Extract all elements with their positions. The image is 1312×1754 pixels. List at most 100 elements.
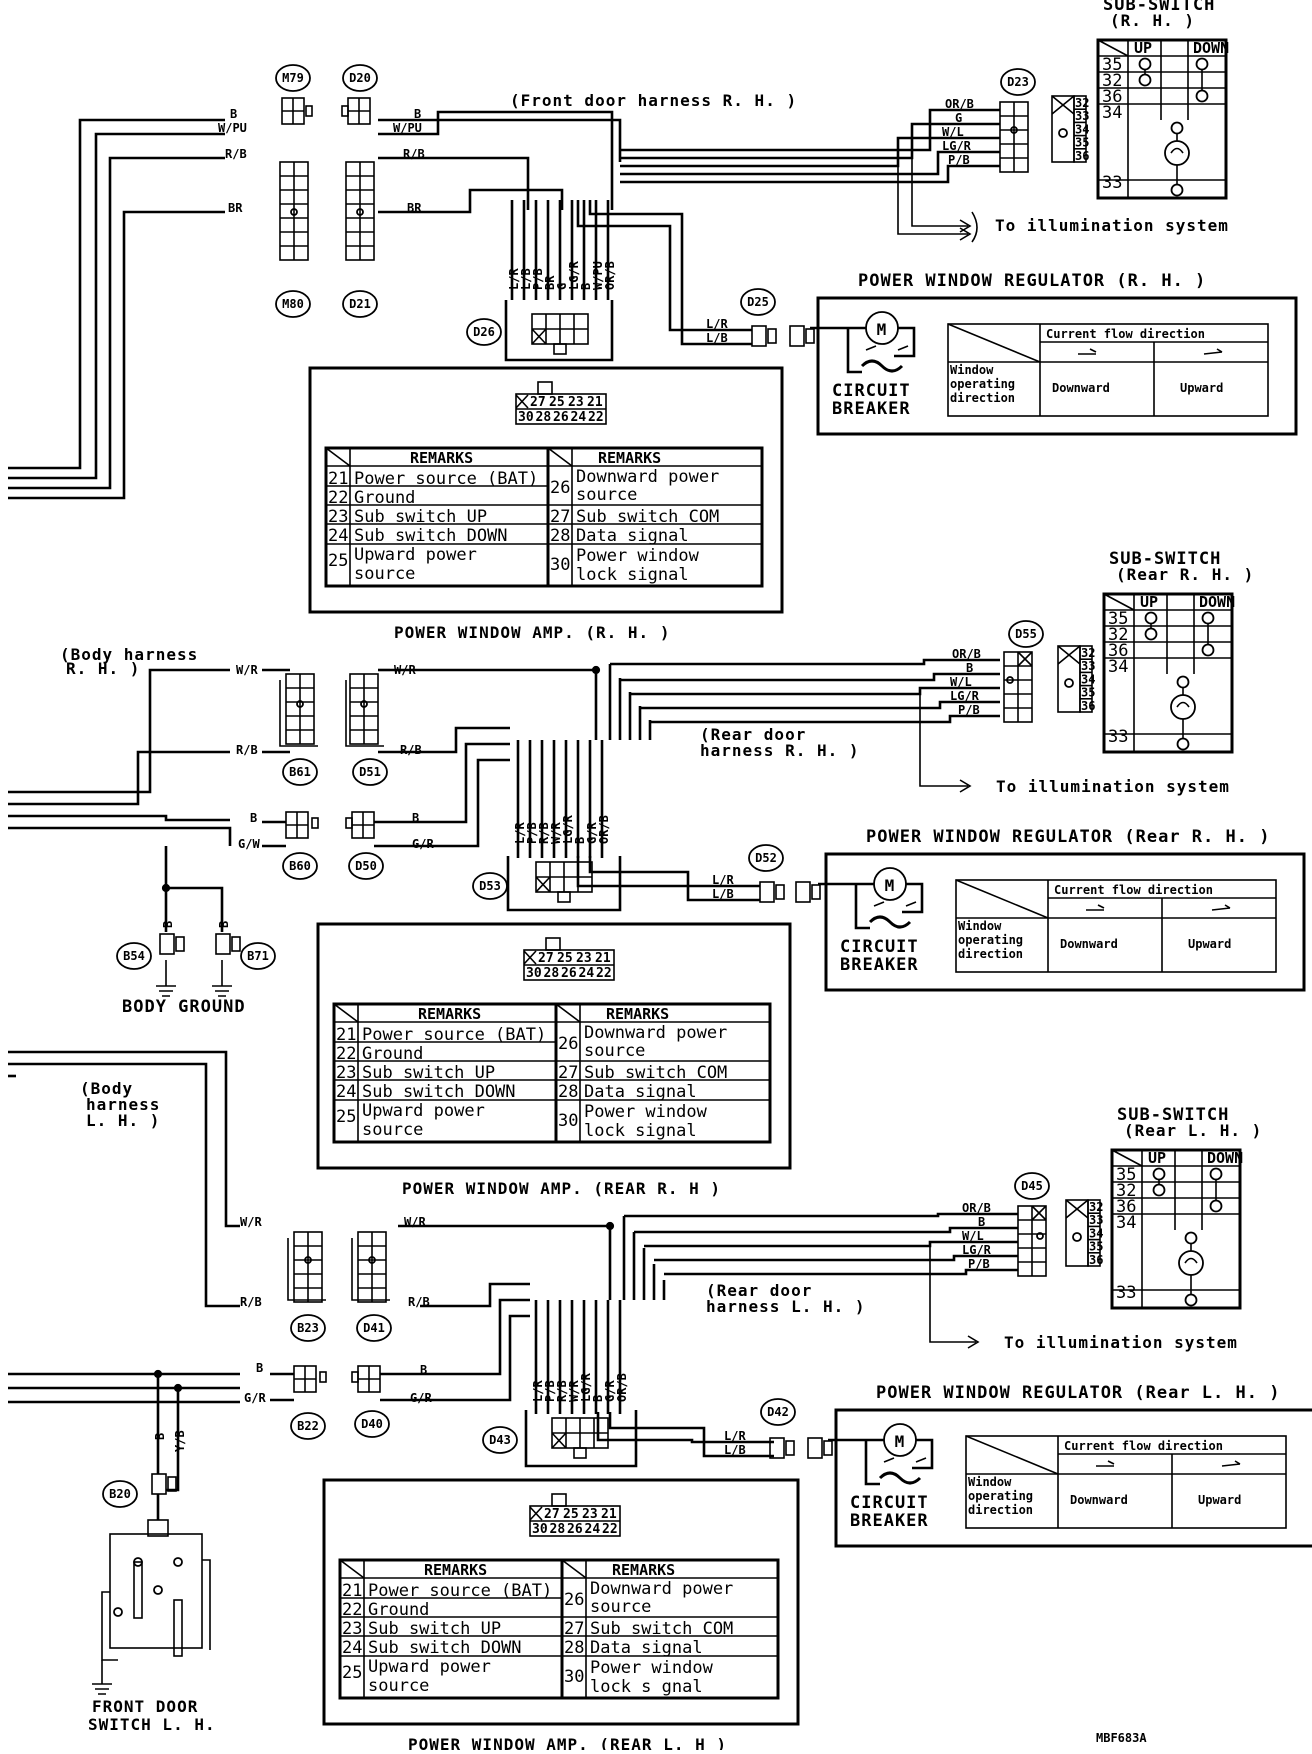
remark-pin: 30 [558,1111,578,1131]
connector-id: D43 [489,1433,511,1447]
connector-id: D23 [1007,75,1029,89]
remarks-table [332,1002,772,1144]
harness-label: (Rear door [706,1281,812,1300]
remark-text: Sub switch DOWN [362,1082,516,1102]
lamp-filament [1184,1257,1198,1264]
amp-pin-number: 24 [579,966,595,981]
sub-connector-pins-numbers [1087,1199,1101,1267]
contact-up [1152,1167,1166,1181]
remark-pin: 24 [336,1082,356,1102]
flow-arrow [1078,348,1097,355]
breaker-lead [902,882,924,914]
window-label: Window [950,363,994,377]
flow-arrow [1086,904,1105,911]
pin-number: 33 [1089,1213,1103,1227]
amp-pin-number: 27 [544,1507,560,1522]
current-flow-header: Current flow direction [1064,1439,1223,1453]
wire [630,686,1000,696]
wire-color-label: R/B [225,147,247,161]
remark-text: Sub switch UP [354,507,487,527]
wire [620,164,1000,184]
switch-plunger [173,1599,183,1657]
wire-color-label: R/B [236,743,258,757]
pin-dot [1006,676,1014,684]
connector-lock [319,1371,327,1383]
wire-color-label: OR/B [952,647,981,661]
connector-lock [345,817,353,829]
contact-down [1209,1167,1223,1181]
wire-color-label: OR/B [597,815,611,844]
wire [624,1212,1018,1218]
amp-pin-number: 24 [585,1522,601,1537]
plug-connector [159,933,175,955]
wire-color-label: BR [543,275,557,290]
plug-tab [167,1476,177,1492]
wire-color-label: LG/R [962,1243,992,1257]
harness-loop [506,856,622,912]
table-diagonal [965,1435,1059,1475]
plug-tab [175,936,185,952]
switch-contact [153,1585,163,1595]
motor-label: M [885,876,896,895]
terminal-number: 35 [1102,55,1122,75]
wire-color-label: B [256,1361,263,1375]
remark-text: Downward power [576,467,719,487]
pin-number: 34 [1081,672,1095,686]
connector-id: D55 [1015,627,1037,641]
wire [576,200,752,332]
bus-wire [8,210,225,500]
wire-color-label: G/R [244,1391,266,1405]
regulator-box [816,296,1298,436]
illumination-label: To illumination system [996,777,1230,796]
lamp-filament [1170,147,1184,154]
wire-color-label: Y/B [173,1430,187,1452]
pin-x [535,876,551,893]
plug-connector [807,1437,823,1459]
wire-color-label: W/PU [591,261,605,290]
plug-connector [751,325,767,347]
remarks-header: REMARKS [424,1561,487,1579]
remark-text: Sub switch COM [576,507,719,527]
harness-label: (Front door harness R. H. ) [510,91,797,110]
bus-wire [8,668,230,794]
remark-text: Power window [590,1658,714,1678]
remark-pin: 22 [342,1600,362,1620]
connector-id-bubble [102,1480,138,1508]
connector-id-bubble [466,318,502,346]
connector-id-bubble [348,852,384,880]
wire [664,1268,1018,1276]
regulator-title: POWER WINDOW REGULATOR (Rear R. H. ) [866,827,1270,847]
wire [620,108,1000,152]
wire-color-label: G/R [603,1380,617,1402]
wire-color-label: G/R [585,822,599,844]
connector-id: B61 [289,765,311,779]
pin-x [531,328,547,345]
wire [608,1412,774,1458]
sub-switch-title: SUB-SWITCH [1117,1105,1229,1125]
wire-color-label: B [153,1433,167,1440]
amp-pin-number: 27 [538,951,554,966]
contact [1170,183,1184,197]
pin-x [1065,1199,1089,1219]
terminal-number: 33 [1116,1283,1136,1303]
wire [378,118,622,162]
pin-dot [1036,1232,1044,1240]
harness-label: (Body [80,1079,133,1098]
harness-label: harness L. H. ) [706,1297,866,1316]
remark-text: Sub switch COM [590,1619,733,1639]
contact-down [1195,57,1209,71]
amp-pin-number: 21 [595,951,611,966]
harness-label: R. H. ) [66,659,140,678]
remark-text: Ground [362,1044,423,1064]
remark-text: source [590,1597,651,1617]
wire-color-label: LG/R [579,1372,593,1402]
motor-label: M [895,1432,906,1451]
wire-color-label: L/B [724,1443,746,1457]
plug-tab [811,884,821,900]
connector-id-bubble [740,288,776,316]
remark-text: Upward power [354,545,477,565]
wire-color-label: L/B [712,887,734,901]
current-flow-table [955,879,1277,973]
